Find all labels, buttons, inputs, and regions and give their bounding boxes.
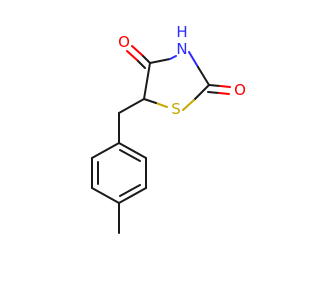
bond-ar-inner-b: [119, 184, 141, 197]
bond-c2-o-a: [208, 84, 221, 87]
bond-c4-n: [149, 58, 171, 64]
bond-ar-3-4: [118, 187, 147, 204]
bond-c4-o-b-red: [126, 50, 138, 61]
bond-c4-o-b: [136, 59, 146, 69]
atom-n: N: [176, 40, 187, 58]
bond-c2-s: [193, 84, 210, 101]
atom-o-top: O: [118, 33, 130, 51]
bond-n-c2-part: [197, 66, 210, 86]
bond-c4-o-a: [141, 54, 151, 64]
atom-o-right: O: [234, 81, 246, 99]
bond-ar-6-1: [91, 142, 120, 159]
bond-s-c5: [155, 102, 168, 108]
bond-ar-1-2: [118, 142, 147, 159]
bond-c2-o-b: [207, 91, 220, 94]
structure-canvas: O N H O S: [91, 23, 246, 234]
bond-c2-o-a-red: [219, 85, 231, 88]
bond-c4-c5: [143, 62, 151, 100]
atom-h: H: [176, 23, 187, 41]
bond-s-c5-part: [143, 98, 157, 104]
atom-s: S: [171, 100, 181, 118]
bond-c4-n-part: [169, 55, 177, 60]
bond-c5-ch2: [118, 98, 145, 114]
bond-ar-inner-a: [119, 149, 141, 162]
bond-c2-s-part: [182, 99, 195, 111]
bond-c4-o-a-red: [131, 45, 143, 56]
bond-ar-4-5: [91, 187, 120, 204]
bond-c2-o-b-red: [218, 92, 230, 95]
bond-n-c2: [188, 51, 199, 68]
molecule-diagram: O N H O S: [91, 23, 246, 234]
